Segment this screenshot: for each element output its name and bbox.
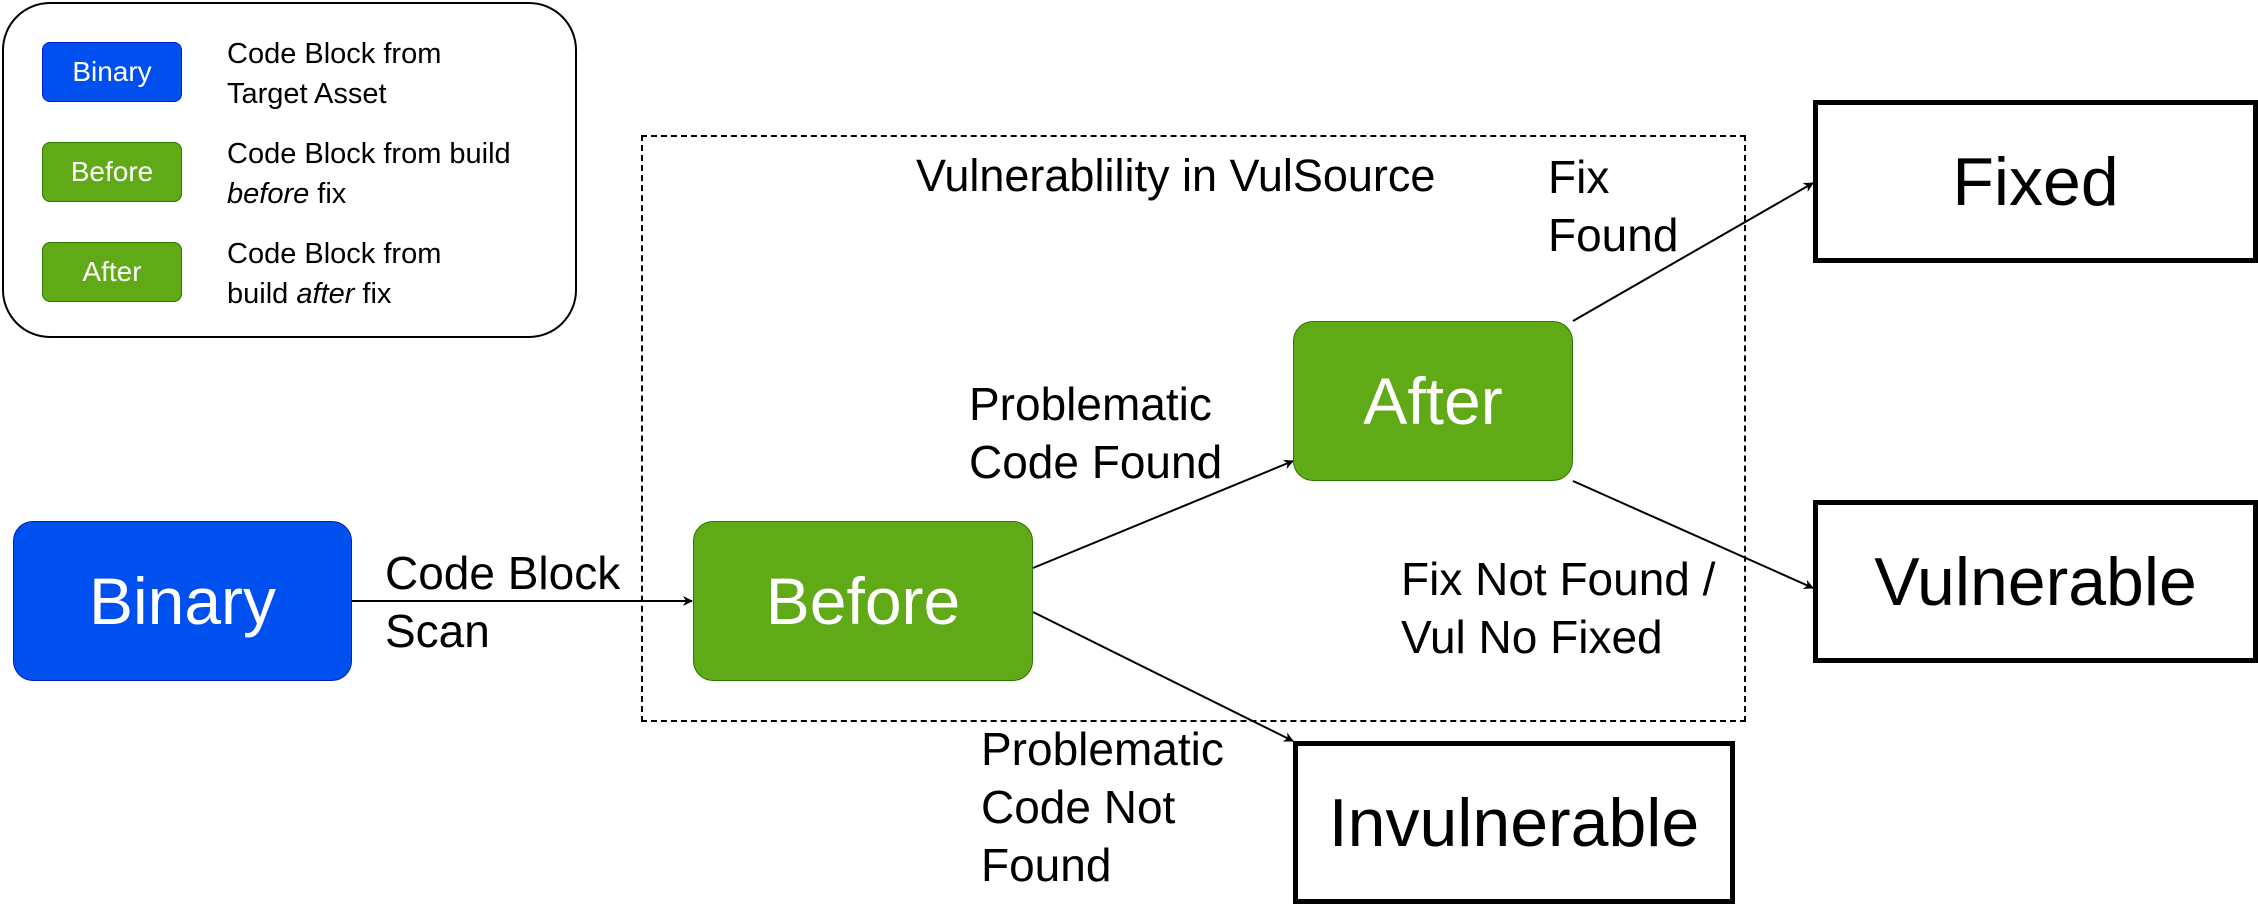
- legend-chip-after: After: [42, 242, 182, 302]
- legend-desc-after-line2: build after fix: [227, 274, 441, 314]
- edge-label-fix-not-found-line1: Fix Not Found /: [1401, 553, 1716, 605]
- invulnerable-outcome: Invulnerable: [1293, 741, 1735, 904]
- legend-desc-after: Code Block from build after fix: [227, 234, 441, 314]
- legend-desc-binary: Code Block from Target Asset: [227, 34, 441, 114]
- edge-label-found-line2: Code Found: [969, 436, 1223, 488]
- edge-after-to-fixed: [1572, 182, 1814, 322]
- edge-label-not-found-line1: Problematic: [981, 723, 1224, 775]
- after-node: After: [1293, 321, 1573, 481]
- legend-desc-binary-line2: Target Asset: [227, 78, 387, 110]
- legend-desc-binary-line1: Code Block from: [227, 38, 442, 70]
- legend-desc-before: Code Block from build before fix: [227, 134, 511, 214]
- legend-chip-before: Before: [42, 142, 182, 202]
- edge-label-found-line1: Problematic: [969, 378, 1212, 430]
- edge-label-not-found-line3: Found: [981, 839, 1112, 891]
- edge-label-fix-found: Fix Found: [1548, 148, 1678, 264]
- legend-desc-after-emphasis: after: [296, 278, 355, 310]
- vulsource-region: [641, 135, 1746, 722]
- vulsource-region-title: Vulnerablility in VulSource: [916, 150, 1436, 201]
- edge-label-fix-not-found-line2: Vul No Fixed: [1401, 611, 1663, 663]
- before-node: Before: [693, 521, 1033, 681]
- legend-desc-after-rest: fix: [354, 278, 392, 310]
- edge-label-problematic-code-found: Problematic Code Found: [969, 375, 1222, 491]
- edge-before-to-after: [1032, 459, 1294, 569]
- edge-label-scan-line2: Scan: [385, 605, 490, 657]
- legend-desc-after-line1: Code Block from: [227, 238, 442, 270]
- vulnerable-outcome: Vulnerable: [1813, 500, 2258, 663]
- legend-desc-before-rest: fix: [309, 178, 347, 210]
- edge-label-not-found-line2: Code Not: [981, 781, 1176, 833]
- edge-label-fix-found-line2: Found: [1548, 209, 1679, 261]
- edge-label-code-block-scan: Code Block Scan: [385, 544, 620, 660]
- edge-label-fix-found-line1: Fix: [1548, 151, 1610, 203]
- fixed-outcome: Fixed: [1813, 100, 2258, 263]
- legend-panel: Binary Code Block from Target Asset Befo…: [2, 2, 577, 338]
- edge-label-scan-line1: Code Block: [385, 547, 621, 599]
- legend-chip-binary: Binary: [42, 42, 182, 102]
- binary-node: Binary: [13, 521, 352, 681]
- edge-label-fix-not-found: Fix Not Found / Vul No Fixed: [1401, 550, 1715, 666]
- legend-desc-before-line2: before fix: [227, 174, 511, 214]
- legend-desc-after-prefix: build: [227, 278, 297, 310]
- edge-before-to-invulnerable: [1032, 611, 1294, 742]
- edge-after-to-vulnerable: [1572, 480, 1814, 589]
- edge-label-problematic-code-not-found: Problematic Code Not Found: [981, 720, 1224, 894]
- legend-desc-before-line1: Code Block from build: [227, 138, 511, 170]
- legend-desc-before-emphasis: before: [227, 178, 310, 210]
